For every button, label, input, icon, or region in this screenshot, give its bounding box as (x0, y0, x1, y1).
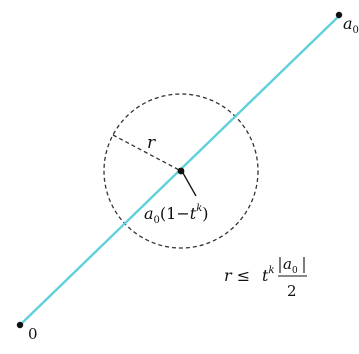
center-label-subscript: 0 (154, 215, 160, 226)
center-label-open: (1− (160, 204, 190, 223)
radius-line (112, 134, 182, 172)
inequality-lhs: r ≤ (224, 266, 250, 285)
center-label-k: k (196, 203, 202, 214)
inequality-numerator: a0 (283, 255, 298, 276)
inequality-k: k (268, 265, 274, 276)
endpoint-label: a0 (343, 14, 359, 36)
inequality-t-letter: t (262, 266, 269, 285)
inequality-numerator-subscript: 0 (292, 266, 298, 276)
center-point (177, 167, 185, 175)
endpoint-label-subscript: 0 (353, 25, 359, 36)
inequality-numerator-letter: a (283, 255, 292, 273)
center-leader-line (182, 172, 197, 197)
origin-point (16, 321, 24, 329)
radius-label: r (147, 133, 156, 153)
origin-label: 0 (28, 325, 38, 343)
inequality-denominator: 2 (287, 282, 297, 300)
inequality-label: r ≤ tk a0 2 (224, 255, 307, 300)
center-label-letter: a (144, 204, 154, 223)
endpoint-point (335, 11, 343, 19)
ball-circle (103, 93, 259, 249)
center-label-close: ) (202, 204, 208, 223)
center-label: a0(1−tk) (144, 203, 209, 226)
inequality-t: tk (262, 265, 275, 285)
center-label-t: t (190, 204, 197, 223)
endpoint-label-letter: a (343, 14, 353, 33)
